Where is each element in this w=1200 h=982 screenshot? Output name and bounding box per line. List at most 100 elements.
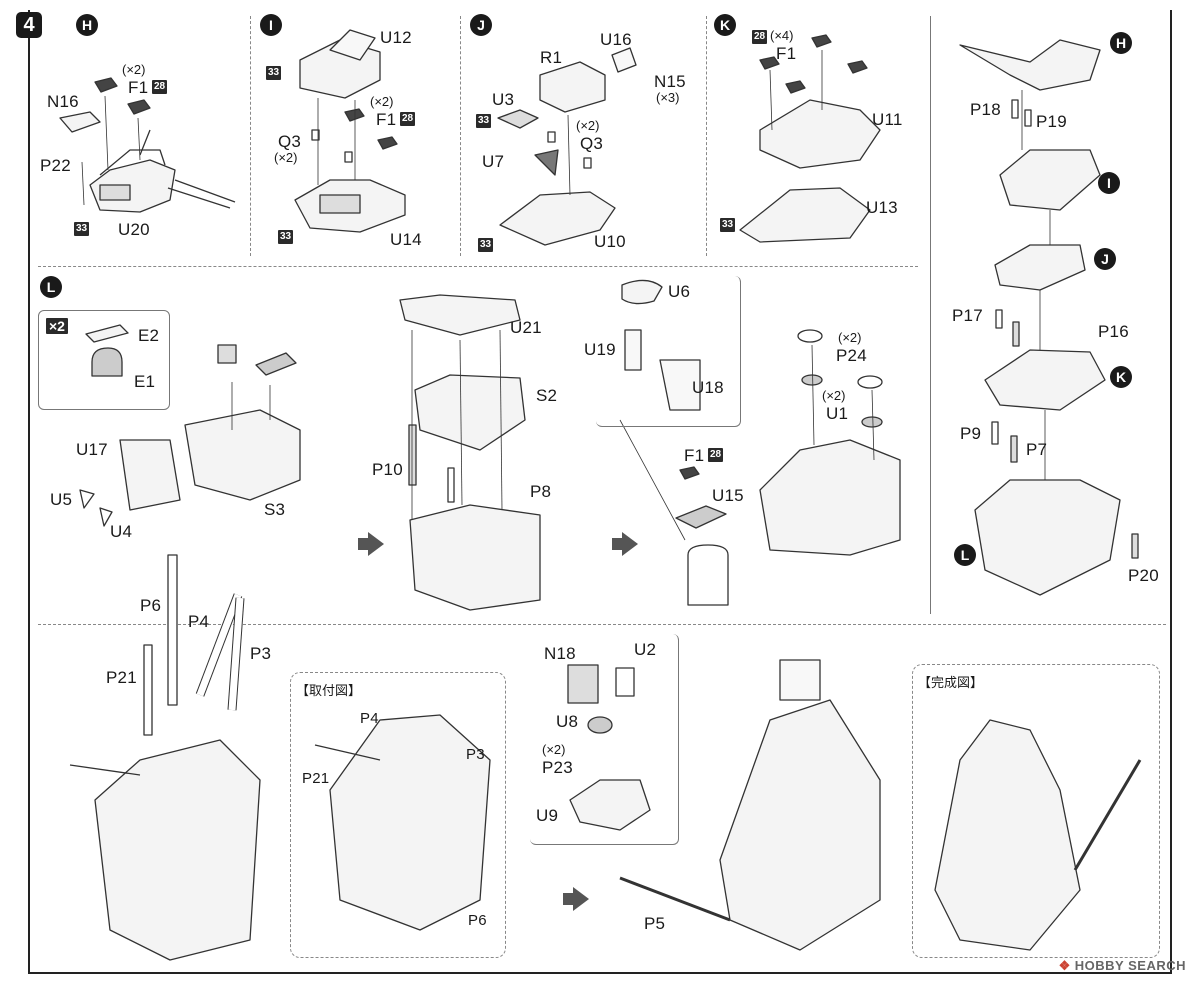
label-u17: U17 (76, 440, 108, 459)
label-p8: P8 (530, 482, 552, 501)
label-p6: P6 (140, 596, 162, 615)
section-marker-i: I (260, 14, 282, 36)
label-p3: P3 (250, 644, 272, 663)
section-marker-j: J (470, 14, 492, 36)
label-f1-qty: (×2) (370, 94, 394, 109)
flow-arrow-2-stem (612, 538, 624, 550)
step-number: 4 (16, 12, 42, 38)
label-p24: P24 (836, 346, 867, 365)
badge-33: 33 (476, 114, 492, 128)
label-f1-qty: (×2) (122, 62, 146, 77)
label-f1-qty: (×4) (770, 28, 794, 43)
badge-28: 28 (400, 112, 416, 126)
label-f1: F1 (776, 44, 797, 63)
divider-h2 (38, 624, 1166, 625)
watermark: ❖HOBBY SEARCH (1059, 958, 1186, 974)
label-u2: U2 (634, 640, 657, 659)
badge-28: 28 (752, 30, 768, 44)
label-u10: U10 (594, 232, 626, 251)
label-u3: U3 (492, 90, 515, 109)
quantity-x2-badge: ×2 (46, 318, 68, 334)
label-p4: P4 (188, 612, 210, 631)
divider-h1 (38, 266, 918, 267)
label-p24-qty: (×2) (838, 330, 862, 345)
label-q3: Q3 (278, 132, 302, 151)
label-e2: E2 (138, 326, 160, 345)
complete-view-title: 【完成図】 (918, 675, 984, 690)
label-q3-qty: (×2) (576, 118, 600, 133)
section-marker-l: L (40, 276, 62, 298)
part-u20-drawing (89, 129, 236, 213)
badge-33: 33 (478, 238, 494, 252)
label-p18: P18 (970, 100, 1001, 119)
watermark-text: HOBBY SEARCH (1074, 958, 1186, 973)
label-u11: U11 (872, 110, 903, 129)
label-p4: P4 (360, 710, 379, 727)
label-f1: F1 (376, 110, 397, 129)
divider-v1 (250, 16, 251, 256)
hobby-search-logo-icon: ❖ (1058, 958, 1071, 973)
flow-arrow-1 (368, 532, 384, 556)
label-q3: Q3 (580, 134, 604, 153)
label-u6: U6 (668, 282, 691, 301)
mount-view-box (290, 672, 506, 958)
label-n16: N16 (47, 92, 79, 111)
section-marker-i: I (1098, 172, 1120, 194)
section-marker-h: H (76, 14, 98, 36)
label-u21: U21 (510, 318, 542, 337)
badge-33: 33 (266, 66, 282, 80)
label-f1: F1 (684, 446, 705, 465)
divider-v2 (460, 16, 461, 256)
badge-28: 28 (708, 448, 724, 462)
label-q3-qty: (×2) (274, 150, 298, 165)
label-u4: U4 (110, 522, 133, 541)
complete-view-box (912, 664, 1160, 958)
section-marker-l: L (954, 544, 976, 566)
label-p5: P5 (644, 914, 666, 933)
label-p23: P23 (542, 758, 573, 777)
label-r1: R1 (540, 48, 563, 67)
label-n18: N18 (544, 644, 576, 663)
badge-28: 28 (152, 80, 168, 94)
mast-top-inset-box (530, 634, 679, 845)
label-p7: P7 (1026, 440, 1048, 459)
label-s2: S2 (536, 386, 558, 405)
label-n15-qty: (×3) (656, 90, 680, 105)
label-p23-qty: (×2) (542, 742, 566, 757)
label-u1: U1 (826, 404, 849, 423)
label-p21: P21 (106, 668, 137, 687)
label-p20: P20 (1128, 566, 1159, 585)
label-n15: N15 (654, 72, 686, 91)
page-frame (28, 10, 1172, 974)
flow-arrow-3-stem (563, 893, 575, 905)
divider-v4 (930, 16, 931, 614)
label-e1: E1 (134, 372, 156, 391)
label-p10: P10 (372, 460, 403, 479)
section-marker-j: J (1094, 248, 1116, 270)
label-p22: P22 (40, 156, 71, 175)
badge-33: 33 (74, 222, 90, 236)
label-p3: P3 (466, 746, 485, 763)
top-detail-inset-box (596, 276, 741, 427)
label-p19: P19 (1036, 112, 1067, 131)
label-u1-qty: (×2) (822, 388, 846, 403)
badge-33: 33 (720, 218, 736, 232)
divider-v3 (706, 16, 707, 256)
label-p16: P16 (1098, 322, 1129, 341)
label-p17: P17 (952, 306, 983, 325)
flow-arrow-1-stem (358, 538, 370, 550)
subassembly-inset-box (38, 310, 170, 410)
label-f1: F1 (128, 78, 149, 97)
label-u8: U8 (556, 712, 579, 731)
label-u15: U15 (712, 486, 744, 505)
label-p6: P6 (468, 912, 487, 929)
label-p9: P9 (960, 424, 982, 443)
label-u5: U5 (50, 490, 73, 509)
label-u16: U16 (600, 30, 632, 49)
flow-arrow-2 (622, 532, 638, 556)
label-u19: U19 (584, 340, 616, 359)
label-u7: U7 (482, 152, 505, 171)
section-marker-h: H (1110, 32, 1132, 54)
label-u14: U14 (390, 230, 422, 249)
